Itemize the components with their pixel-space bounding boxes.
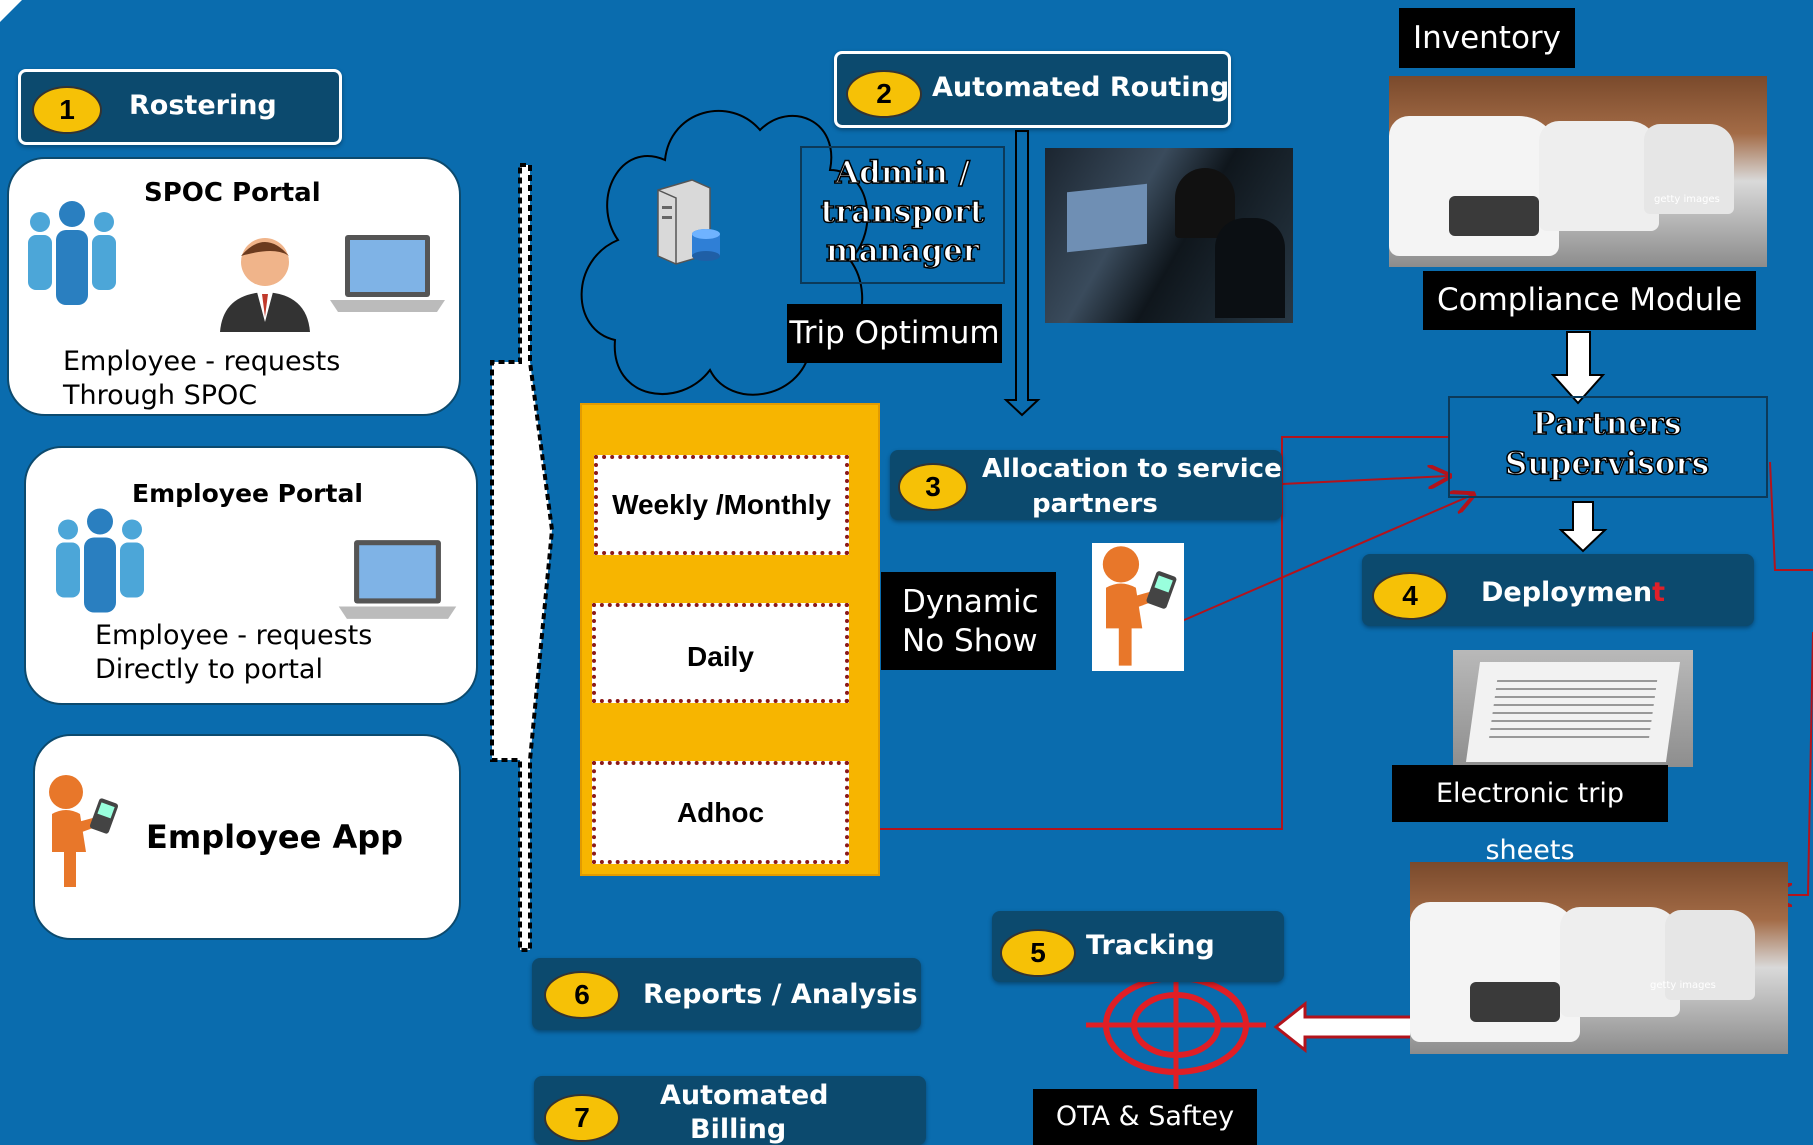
mobile-user-icon [42, 772, 122, 892]
electronic-trip-sheets-label: Electronic trip sheets [1392, 765, 1668, 866]
rostering-label: Rostering [129, 90, 277, 121]
roster-type-adhoc: Adhoc [592, 761, 849, 864]
office-workers-photo [1045, 148, 1293, 323]
deployment-label: Deployment [1481, 577, 1666, 608]
step-badge-5: 5 [1000, 929, 1076, 977]
trip-optimum-label: Trip Optimum [787, 304, 1002, 363]
admin-line-1: Admin / [834, 154, 970, 192]
vans-photo: getty images [1389, 76, 1767, 267]
trip-sheets-photo [1453, 650, 1693, 767]
watermark: getty images [1650, 980, 1716, 991]
partners-line-2: Supervisors [1504, 445, 1710, 483]
spoc-portal-title: SPOC Portal [144, 178, 321, 208]
routing-label: Automated Routing [932, 72, 1230, 103]
billing-label-2: Billing [690, 1114, 787, 1145]
people-group-icon [22, 200, 122, 310]
allocation-label-2: partners [1032, 489, 1158, 519]
spoc-portal-desc-2: Through SPOC [63, 380, 258, 411]
ota-safety-label: OTA & Saftey [1033, 1089, 1257, 1145]
step-badge-3: 3 [898, 463, 968, 511]
partners-connector [1769, 461, 1813, 571]
laptop-icon [325, 230, 450, 320]
allocation-connector [1281, 476, 1448, 484]
step-badge-2: 2 [846, 70, 922, 118]
partners-down-arrow [1558, 501, 1608, 553]
admin-manager-box [800, 146, 1005, 284]
compliance-down-arrow [1550, 331, 1606, 405]
reports-label: Reports / Analysis [643, 979, 918, 1010]
dynamic-connector [1151, 495, 1472, 635]
step-badge-1: 1 [32, 86, 102, 134]
routing-down-arrow [1003, 130, 1041, 417]
roster-type-daily: Daily [592, 603, 849, 703]
tracking-label: Tracking [1086, 930, 1215, 961]
mobile-user-icon [1092, 543, 1184, 671]
compliance-module-label: Compliance Module [1423, 271, 1756, 330]
admin-line-3: manager [825, 232, 980, 270]
employee-app-panel [33, 734, 461, 940]
roster-type-weekly: Weekly /Monthly [594, 455, 849, 555]
target-icon [1086, 965, 1266, 1093]
partners-supervisors-box [1448, 396, 1768, 498]
laptop-icon [330, 535, 465, 627]
watermark: getty images [1654, 194, 1720, 205]
admin-line-2: transport [820, 193, 985, 231]
step-badge-7: 7 [544, 1094, 620, 1142]
manager-avatar-icon [215, 232, 315, 332]
people-group-icon [50, 505, 150, 620]
inventory-label: Inventory [1399, 8, 1575, 68]
billing-label-1: Automated [660, 1080, 829, 1111]
employee-portal-desc-1: Employee - requests [95, 620, 373, 651]
server-database-icon [652, 176, 724, 266]
adhoc-connector [868, 436, 1448, 830]
employee-portal-desc-2: Directly to portal [95, 654, 323, 685]
flow-chevron [490, 163, 555, 952]
spoc-portal-desc-1: Employee - requests [63, 346, 341, 377]
vehicle-connector [1772, 631, 1813, 895]
dynamic-line-2: No Show [902, 623, 1038, 659]
vans-photo: getty images [1410, 862, 1788, 1054]
flow-chevron [490, 165, 540, 375]
employee-portal-title: Employee Portal [132, 479, 363, 508]
partners-line-1: Partners [1532, 405, 1683, 443]
step-badge-6: 6 [544, 971, 620, 1019]
dynamic-line-1: Dynamic [902, 584, 1039, 620]
allocation-label-1: Allocation to service [982, 454, 1282, 484]
vehicle-to-tracking-arrow [1273, 1000, 1420, 1054]
step-badge-4: 4 [1372, 572, 1448, 620]
dynamic-no-show-box [881, 572, 1056, 670]
employee-app-title: Employee App [146, 818, 404, 856]
